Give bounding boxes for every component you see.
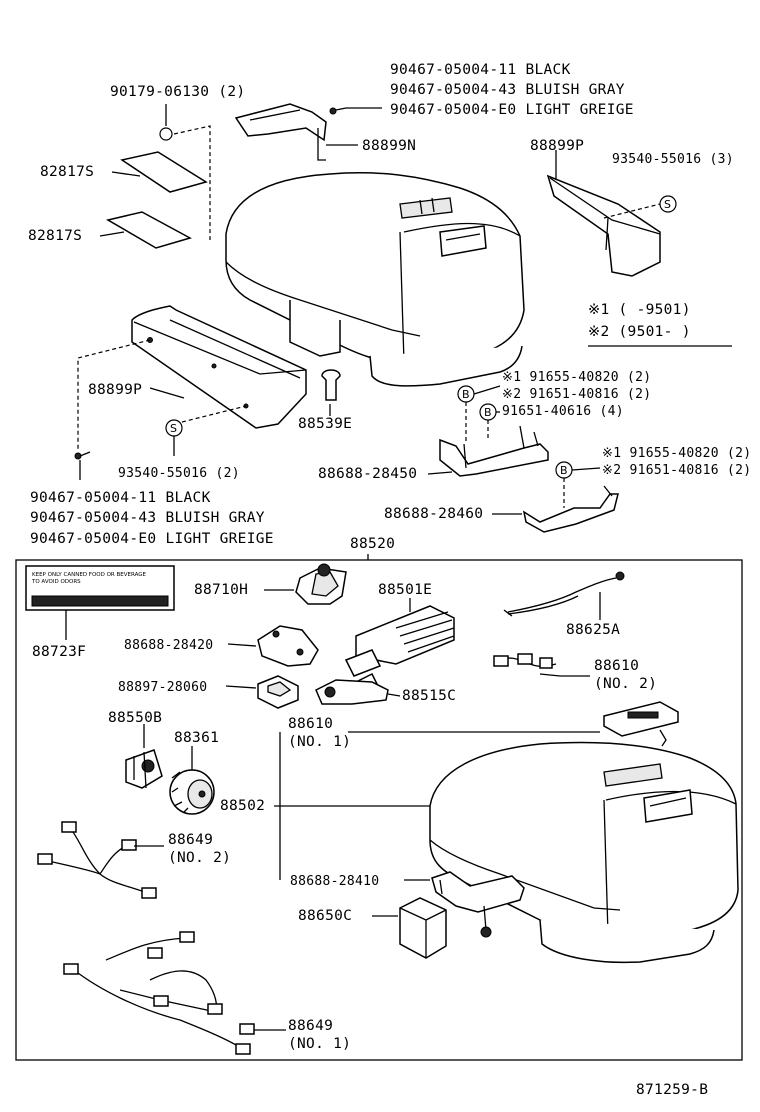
wire-harness-88649-no2 [37, 821, 157, 899]
part-label-88899P-right: 88899P [530, 138, 585, 154]
part-label-88625A: 88625A [566, 622, 621, 638]
finish-label-black-top: 90467-05004-11 BLACK [390, 62, 571, 78]
cool-box-88502 [429, 741, 739, 964]
bracket-ref-a3: 91651-40616 (4) [502, 404, 624, 419]
finish-label-bluish-gray-top: 90467-05004-43 BLUISH GRAY [390, 82, 625, 98]
screw-s-marker-left: S [165, 419, 183, 437]
svg-text:S: S [170, 422, 177, 435]
part-label-88610-no2-sub: (NO. 2) [594, 676, 658, 692]
part-label-88502: 88502 [220, 798, 266, 814]
part-label-88688-28410: 88688-28410 [290, 874, 380, 889]
part-label-88649-no1-sub: (NO. 1) [288, 1036, 352, 1052]
bolt-b-marker-2: B [479, 403, 497, 421]
finish-label-black-bottom: 90467-05004-11 BLACK [30, 490, 211, 506]
wire-harness-88649-no1 [63, 931, 255, 1055]
legend-row-2: ※2 (9501- ) [588, 324, 691, 340]
part-label-82817S-a: 82817S [40, 164, 95, 180]
part-label-88610-no1: 88610 [288, 716, 334, 732]
part-label-88501E: 88501E [378, 582, 433, 598]
finish-label-light-greige-bottom: 90467-05004-E0 LIGHT GREIGE [30, 531, 274, 547]
handle-88710H [295, 563, 347, 605]
clip-c-icon [159, 127, 173, 141]
part-label-88550B: 88550B [108, 710, 163, 726]
side-panel-88899P-right [546, 174, 661, 277]
diagram-id: 871259-B [636, 1082, 709, 1098]
part-label-88899P-left: 88899P [88, 382, 143, 398]
part-label-88649-no1: 88649 [288, 1018, 334, 1034]
seal-strip-82817S-b [105, 211, 192, 249]
bolt-b-marker-3: B [555, 461, 573, 479]
bracket-88688-28450 [439, 425, 549, 477]
part-label-88710H: 88710H [194, 582, 249, 598]
part-label-88723F: 88723F [32, 644, 87, 660]
latch-88688-28420 [257, 625, 319, 667]
switch-plate-88610-no1 [603, 701, 679, 747]
part-label-88649-no2-sub: (NO. 2) [168, 850, 232, 866]
svg-text:S: S [664, 198, 671, 211]
lid-cover-88899N [234, 103, 327, 161]
svg-text:KEEP ONLY CANNED FOOD OR BEVER: KEEP ONLY CANNED FOOD OR BEVERAGE [32, 572, 147, 578]
cool-box-top [225, 172, 525, 387]
fitting-88515C [315, 679, 389, 705]
bracket-ref-b2: ※2 91651-40816 (2) [602, 463, 752, 478]
screw-icon-left [74, 451, 91, 460]
bracket-88688-28460 [522, 485, 619, 533]
part-label-88688-28420: 88688-28420 [124, 638, 214, 653]
bracket-ref-b1: ※1 91655-40820 (2) [602, 446, 752, 461]
clip-88539E [321, 369, 341, 401]
part-label-88897-28060: 88897-28060 [118, 680, 208, 695]
side-panel-88899P-left [131, 305, 307, 429]
part-label-88520: 88520 [350, 536, 396, 552]
grommet-88897-28060 [257, 675, 299, 709]
screw-icon [329, 107, 347, 115]
finish-label-light-greige-top: 90467-05004-E0 LIGHT GREIGE [390, 102, 634, 118]
part-label-90179: 90179-06130 (2) [110, 84, 246, 100]
bolt-b-marker-1: B [457, 385, 475, 403]
part-label-88899N: 88899N [362, 138, 417, 154]
seal-strip-82817S-a [120, 151, 208, 193]
svg-text:B: B [462, 388, 470, 401]
sensor-wire-88625A [503, 571, 625, 617]
part-label-93540-right: 93540-55016 (3) [612, 152, 734, 167]
harness-88610-no2 [493, 653, 590, 677]
part-label-82817S-b: 82817S [28, 228, 83, 244]
caution-label-88723F: KEEP ONLY CANNED FOOD OR BEVERAGE TO AVO… [25, 565, 175, 611]
screw-s-marker-right: S [659, 195, 677, 213]
part-label-88539E: 88539E [298, 416, 353, 432]
part-label-88688-28460: 88688-28460 [384, 506, 484, 522]
part-label-88610-no2: 88610 [594, 658, 640, 674]
kit-88520-frame [15, 559, 743, 1061]
fan-motor-88550B [125, 749, 163, 789]
svg-text:B: B [560, 464, 568, 477]
controller-88650C [399, 897, 447, 959]
part-label-93540-left: 93540-55016 (2) [118, 466, 240, 481]
bracket-88688-28410 [431, 871, 525, 938]
part-label-88650C: 88650C [298, 908, 353, 924]
svg-text:TO AVOID ODORS: TO AVOID ODORS [31, 579, 81, 585]
part-label-88649-no2: 88649 [168, 832, 214, 848]
part-label-88610-no1-sub: (NO. 1) [288, 734, 352, 750]
bracket-ref-a1: ※1 91655-40820 (2) [502, 370, 652, 385]
bracket-ref-a2: ※2 91651-40816 (2) [502, 387, 652, 402]
part-label-88515C: 88515C [402, 688, 457, 704]
finish-label-bluish-gray-bottom: 90467-05004-43 BLUISH GRAY [30, 510, 265, 526]
legend-row-1: ※1 ( -9501) [588, 302, 691, 318]
part-label-88361: 88361 [174, 730, 220, 746]
part-label-88688-28450: 88688-28450 [318, 466, 418, 482]
svg-text:B: B [484, 406, 492, 419]
fan-88361 [169, 769, 215, 815]
